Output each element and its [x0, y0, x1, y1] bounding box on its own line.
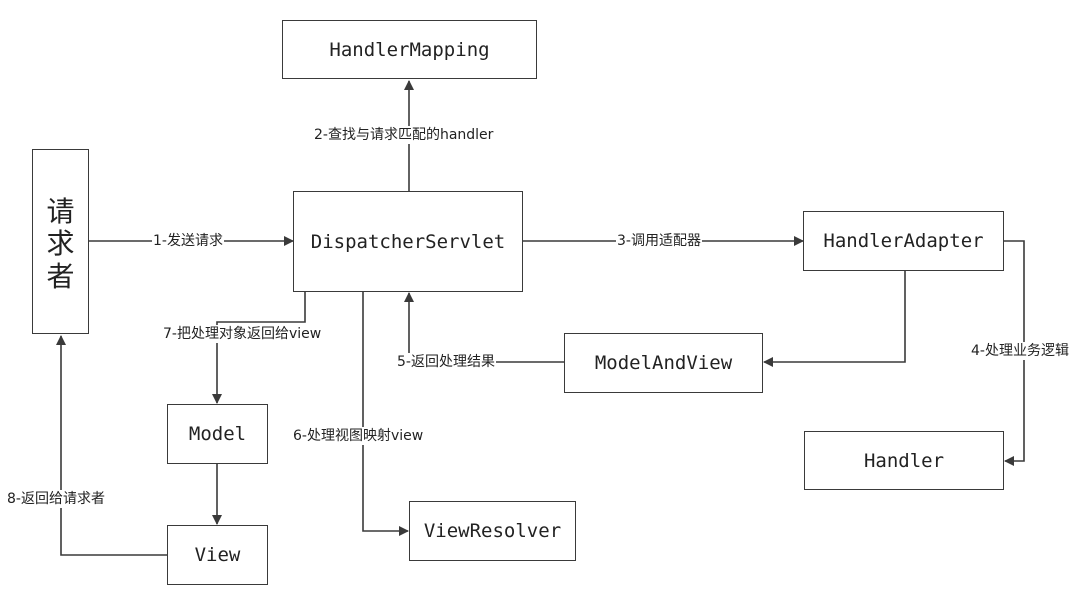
- requester-char-1: 请: [46, 195, 75, 229]
- requester-char-2: 求: [46, 227, 75, 261]
- edge-adapter-to-modelandview: [763, 271, 906, 367]
- dispatcher-servlet-box: DispatcherServlet: [293, 191, 523, 292]
- model-box: Model: [167, 404, 268, 464]
- edge-return-to-requester: [56, 335, 167, 556]
- requester-char-3: 者: [46, 259, 75, 293]
- label-resolve-view: 6-处理视图映射view: [292, 427, 425, 445]
- handler-adapter-box: HandlerAdapter: [803, 211, 1004, 271]
- handler-label: Handler: [863, 449, 945, 472]
- view-label: View: [194, 544, 241, 566]
- label-send-request: 1-发送请求: [152, 232, 224, 250]
- view-resolver-box: ViewResolver: [409, 501, 576, 561]
- label-return-result: 5-返回处理结果: [396, 353, 496, 371]
- label-return-to-requester: 8-返回给请求者: [6, 490, 106, 508]
- dispatcher-servlet-label: DispatcherServlet: [310, 230, 506, 253]
- model-and-view-box: ModelAndView: [564, 333, 763, 393]
- model-and-view-label: ModelAndView: [594, 352, 733, 374]
- label-call-adapter: 3-调用适配器: [616, 232, 702, 250]
- handler-box: Handler: [804, 431, 1004, 490]
- model-label: Model: [188, 423, 247, 445]
- view-resolver-label: ViewResolver: [423, 520, 562, 542]
- requester-box: 请 求 者: [32, 149, 89, 334]
- handler-mapping-label: HandlerMapping: [329, 38, 490, 61]
- label-find-handler: 2-查找与请求匹配的handler: [313, 126, 495, 144]
- edge-return-result: [404, 292, 564, 363]
- edge-model-to-view: [212, 292, 306, 404]
- edge-resolve-view: [362, 292, 409, 536]
- handler-adapter-label: HandlerAdapter: [823, 230, 984, 252]
- label-model-to-view: 7-把处理对象返回给view: [162, 325, 323, 343]
- handler-mapping-box: HandlerMapping: [282, 20, 537, 79]
- label-business-logic: 4-处理业务逻辑: [970, 342, 1070, 360]
- view-box: View: [167, 525, 268, 585]
